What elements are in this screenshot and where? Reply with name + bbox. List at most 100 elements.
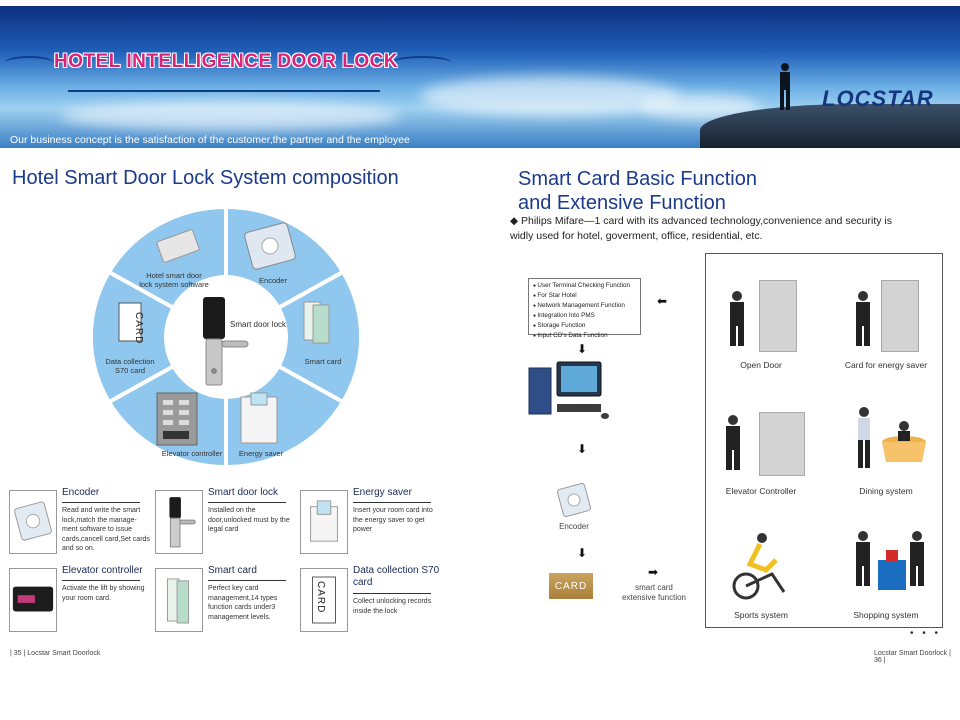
list-item: User Terminal Checking Function <box>533 281 636 291</box>
function-panel: Open Door Card for energy saver Elevator… <box>705 253 943 628</box>
right-heading: Smart Card Basic Function and Extensive … <box>518 167 818 215</box>
encoder-label: Encoder <box>559 522 589 531</box>
component-smart-door-lock: Smart door lock Installed on the door,un… <box>155 487 295 556</box>
wheel-label-encoder: Encoder <box>259 276 287 285</box>
smart-card-thumbnail <box>155 568 203 632</box>
function-label-elevator: Elevator Controller <box>725 486 797 496</box>
energy-saver-icon <box>310 500 338 542</box>
encoder-icon <box>244 222 296 270</box>
function-label-shopping: Shopping system <box>853 610 919 620</box>
component-encoder: Encoder Read and write the smart lock,ma… <box>9 487 150 556</box>
right-heading-line1: Smart Card Basic Function <box>518 168 757 190</box>
dining-illustration-icon <box>858 407 926 468</box>
component-desc: Read and write the smart lock,match the … <box>62 507 150 552</box>
exercise-bike-icon <box>732 533 786 600</box>
title-rule <box>353 593 431 594</box>
businessman-icon <box>856 531 870 586</box>
component-desc: Perfect key card management,14 types fun… <box>208 585 278 621</box>
data-card-icon <box>118 302 142 342</box>
businessman-icon <box>730 291 744 346</box>
title-rule <box>208 502 286 503</box>
elevator-door-illustration <box>759 412 805 476</box>
shop-clerk-icon <box>910 531 924 586</box>
footer-left: | 35 | Locstar Smart Doorlock <box>10 650 101 657</box>
software-card-icon <box>156 229 200 263</box>
data-card-thumbnail: CARD <box>300 568 348 632</box>
elevator-controller-icon <box>156 392 198 446</box>
component-smart-card: Smart card Perfect key card management,1… <box>155 565 295 632</box>
left-heading: Hotel Smart Door Lock System composition <box>12 167 399 189</box>
component-desc: Installed on the door,unlocked must by t… <box>208 507 290 533</box>
businessman-icon <box>726 415 740 470</box>
encoder-icon <box>14 501 52 541</box>
door-illustration <box>881 280 919 352</box>
component-title: Smart door lock <box>208 487 279 498</box>
component-elevator-controller: Elevator controller Activate the lift by… <box>9 565 149 632</box>
smart-card-icon <box>303 301 330 344</box>
component-desc: Collect unlocking records inside the loc… <box>353 598 432 615</box>
businessman-icon <box>856 291 870 346</box>
cloud-decoration <box>420 76 680 116</box>
elevator-controller-icon <box>12 586 54 612</box>
wheel-label-data-collection: Data collection S70 card <box>105 357 155 375</box>
feature-list: User Terminal Checking Function For Star… <box>528 278 641 339</box>
energy-saver-thumbnail <box>300 490 348 554</box>
intro-text: ◆ Philips Mifare—1 card with its advance… <box>510 215 892 242</box>
wheel-label-energy-saver: Energy saver <box>238 449 284 458</box>
right-heading-line2: and Extensive Function <box>518 192 726 214</box>
swirl-decoration <box>392 56 452 70</box>
list-item: Integration Into PMS <box>533 311 636 321</box>
wheel-center-label: Smart door lock <box>230 320 287 329</box>
list-item: Input CD's Data Function <box>533 331 636 341</box>
component-title: Data collection S70 card <box>353 565 440 588</box>
encoder-icon <box>557 483 591 517</box>
title-rule <box>62 580 140 581</box>
function-label-open-door: Open Door <box>740 360 782 370</box>
arrow-down-icon: ⬇ <box>577 342 588 356</box>
list-item: Storage Function <box>533 321 636 331</box>
card-gold: CARD <box>549 573 593 599</box>
wheel-card-text: CARD <box>133 312 144 345</box>
banner-title: HOTEL INTELLIGENCE DOOR LOCK <box>54 51 399 72</box>
component-desc: Activate the lift by showing your room c… <box>62 585 145 602</box>
banner-tagline: Our business concept is the satisfaction… <box>10 134 410 146</box>
brand-logo: LOCSTAR <box>822 86 934 111</box>
wheel-label-software: Hotel smart door lock system software <box>139 271 209 289</box>
door-lock-icon <box>203 297 249 386</box>
function-label-dining: Dining system <box>859 486 913 496</box>
arrow-down-icon: ⬇ <box>577 442 588 456</box>
component-title: Smart card <box>208 565 257 576</box>
arrow-right-icon: ➡ <box>648 565 659 579</box>
rock-silhouette <box>700 104 960 148</box>
header-banner: HOTEL INTELLIGENCE DOOR LOCK LOCSTAR Our… <box>0 6 960 148</box>
door-illustration <box>759 280 797 352</box>
function-label-sports: Sports system <box>734 610 788 620</box>
extensive-function-label: smart card extensive function <box>621 583 687 602</box>
standing-person-icon <box>780 63 790 110</box>
energy-saver-icon <box>240 392 278 444</box>
wheel-label-elevator: Elevator controller <box>161 449 223 458</box>
data-card-text: CARD <box>315 581 326 614</box>
banner-underline <box>68 90 380 92</box>
wheel-center <box>164 275 288 399</box>
smart-card-icon <box>167 578 190 624</box>
ellipsis-dots: • • • <box>910 628 942 639</box>
component-energy-saver: Energy saver Insert your room card into … <box>300 487 440 556</box>
shop-counter-icon <box>878 550 906 590</box>
elevator-thumbnail <box>9 568 57 632</box>
computer-icon <box>528 361 609 419</box>
title-rule <box>62 502 140 503</box>
component-desc: Insert your room card into the energy sa… <box>353 507 433 533</box>
wheel-label-smart-card: Smart card <box>304 357 342 366</box>
page-number: 35 <box>13 650 22 657</box>
footer-right: Locstar Smart Doorlock | 36 | <box>874 650 951 664</box>
arrow-left-icon: ⬅ <box>657 294 668 308</box>
cloud-decoration <box>60 101 400 131</box>
list-item: Network Management Function <box>533 301 636 311</box>
title-rule <box>208 580 286 581</box>
footer-brand: Locstar Smart Doorlock <box>874 650 948 657</box>
component-title: Energy saver <box>353 487 412 498</box>
component-title: Encoder <box>62 487 100 498</box>
data-card-icon <box>312 576 336 624</box>
encoder-thumbnail <box>9 490 57 554</box>
